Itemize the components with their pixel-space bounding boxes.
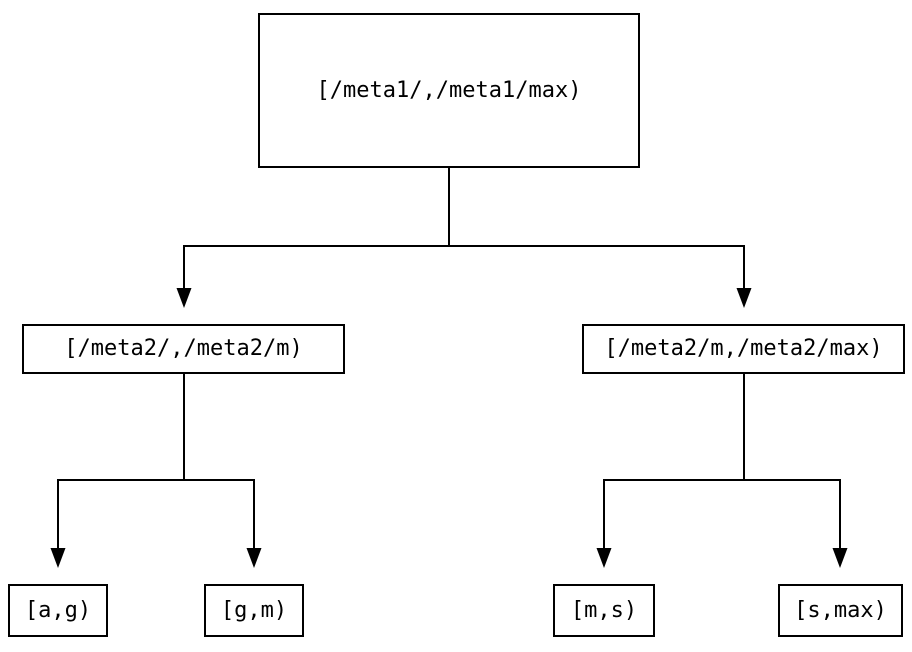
node-root-interval: [/meta1/,/meta1/max) [258, 13, 640, 168]
node-leaf-gm: [g,m) [204, 584, 304, 637]
arrowhead-right-child [736, 288, 752, 308]
node-leaf-ag: [a,g) [8, 584, 108, 637]
arrowhead-leaf-ag [50, 548, 66, 568]
arrowhead-left-child [176, 288, 192, 308]
arrowhead-leaf-gm [246, 548, 262, 568]
arrowhead-leaf-ms [596, 548, 612, 568]
arrowhead-leaf-smax [832, 548, 848, 568]
node-leaf-smax: [s,max) [778, 584, 903, 637]
node-left-child-interval: [/meta2/,/meta2/m) [22, 324, 345, 374]
node-right-child-interval: [/meta2/m,/meta2/max) [582, 324, 905, 374]
node-leaf-ms: [m,s) [553, 584, 655, 637]
